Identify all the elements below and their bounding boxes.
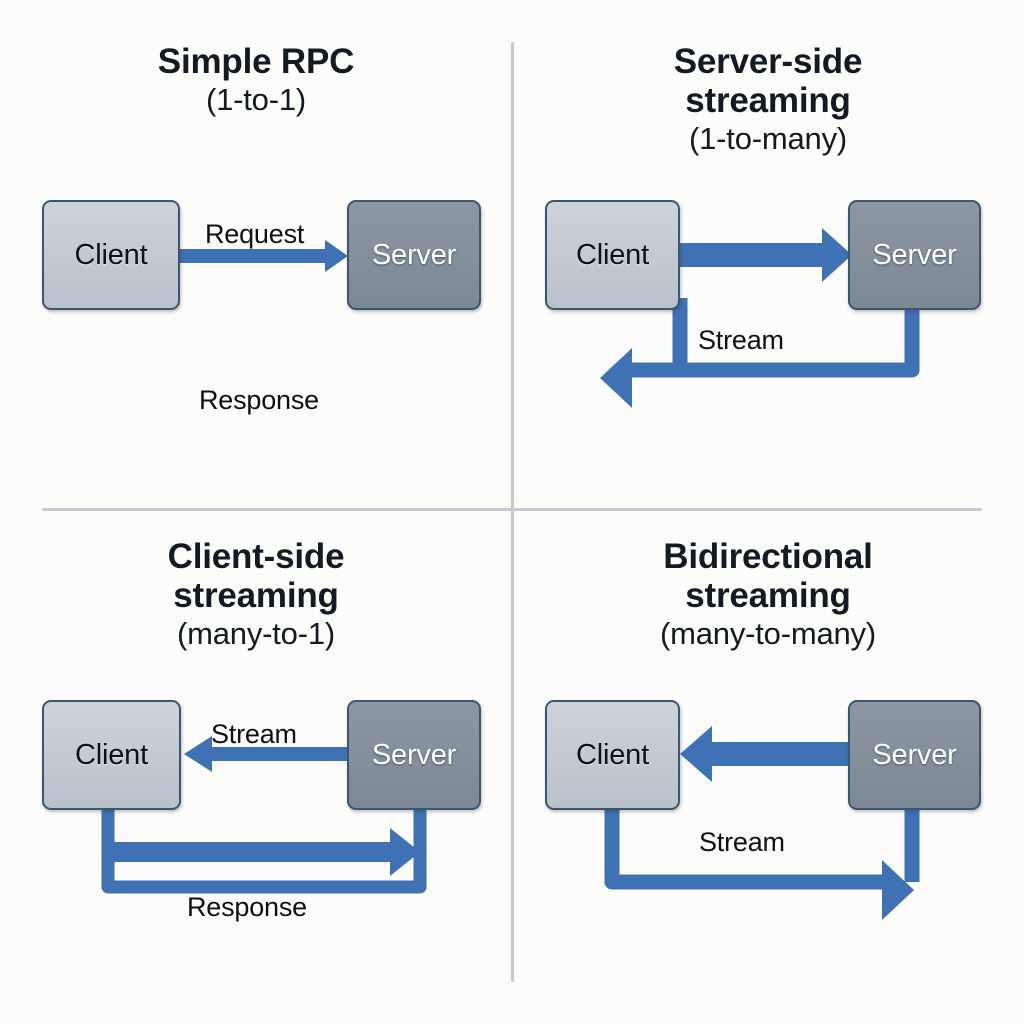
node-client-label: Client: [74, 238, 148, 271]
page-title-line1: Server-side: [673, 42, 863, 81]
vertical-divider: [511, 42, 514, 982]
page-title-line1: Client-side: [167, 537, 345, 576]
node-client[interactable]: Client: [545, 700, 680, 810]
quadrant-title-block: Bidirectional streaming (many-to-many): [512, 537, 1024, 652]
page-title-line1: Bidirectional: [663, 537, 873, 576]
arrow-layer: [180, 240, 348, 272]
node-client[interactable]: Client: [42, 200, 180, 310]
node-server-label: Server: [872, 738, 957, 771]
arrow-client-to-server: [680, 228, 852, 282]
node-server-label: Server: [872, 238, 957, 271]
quadrant-title-block: Server-side streaming (1-to-many): [512, 42, 1024, 157]
edge-label-stream: Stream: [211, 719, 297, 749]
page-title-line2: streaming: [685, 81, 851, 121]
node-client[interactable]: Client: [545, 200, 680, 310]
quadrant-server-side-streaming: Server-side streaming (1-to-many) Client…: [512, 0, 1024, 512]
arrow-stream: [184, 736, 348, 772]
quadrant-title-block: Simple RPC (1-to-1): [0, 42, 512, 118]
arrow-layer: [604, 726, 920, 920]
node-client-label: Client: [576, 738, 649, 771]
quadrant-bidirectional-streaming: Bidirectional streaming (many-to-many) C…: [512, 512, 1024, 1024]
horizontal-divider: [42, 508, 982, 511]
page-subtitle: (1-to-many): [689, 121, 847, 157]
arrow-stream-loop: [600, 298, 920, 408]
node-server[interactable]: Server: [347, 700, 481, 810]
node-client-label: Client: [576, 238, 649, 271]
edge-label-request: Request: [205, 219, 305, 249]
quadrant-title-block: Client-side streaming (many-to-1): [0, 537, 512, 652]
quadrant-client-side-streaming: Client-side streaming (many-to-1) Client…: [0, 512, 512, 1024]
node-server-label: Server: [371, 738, 457, 771]
node-server[interactable]: Server: [848, 200, 981, 310]
edge-label-stream: Stream: [698, 325, 784, 355]
node-server[interactable]: Server: [848, 700, 981, 810]
page-title-line2: streaming: [685, 576, 851, 616]
node-client-label: Client: [75, 738, 148, 771]
node-client[interactable]: Client: [42, 700, 181, 810]
edge-label-stream: Stream: [699, 827, 785, 857]
page-subtitle: (many-to-1): [177, 616, 335, 652]
page-subtitle: (many-to-many): [660, 616, 876, 652]
page-title-line2: streaming: [173, 576, 339, 616]
edge-label-response: Response: [199, 385, 319, 415]
page-subtitle: (1-to-1): [205, 82, 307, 118]
edge-label-response: Response: [187, 892, 307, 922]
quadrant-simple-rpc: Simple RPC (1-to-1) Client Server Reques…: [0, 0, 512, 512]
node-server-label: Server: [371, 238, 457, 271]
arrow-server-to-client: [680, 726, 852, 782]
page-title: Simple RPC: [157, 42, 355, 81]
arrow-request: [180, 240, 348, 272]
arrow-layer: [600, 228, 920, 408]
node-server[interactable]: Server: [347, 200, 481, 310]
arrow-layer: [101, 736, 427, 894]
arrow-response-loop: [101, 802, 427, 894]
arrow-stream-loop: [604, 810, 920, 920]
